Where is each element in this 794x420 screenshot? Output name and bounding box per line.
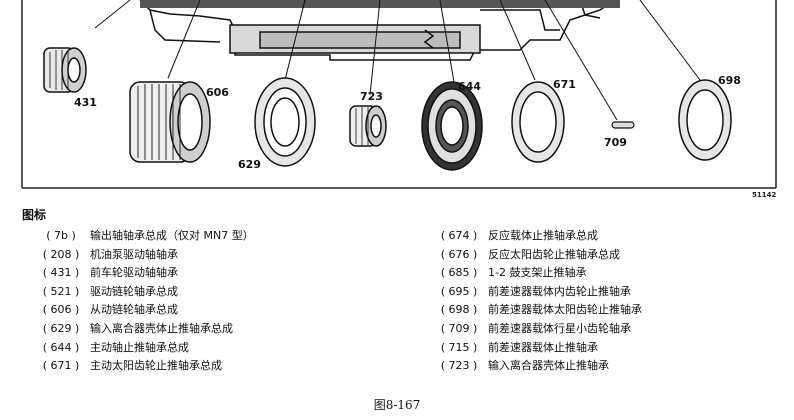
callout-709: 709	[604, 136, 627, 149]
legend-item: ( 685 ) 1-2 鼓支架止推轴承	[430, 266, 587, 280]
legend-item: ( 521 ) 驱动链轮轴承总成	[32, 285, 178, 299]
bearing-629	[254, 77, 316, 167]
legend-item: ( 431 ) 前车轮驱动轴轴承	[32, 266, 178, 280]
bearing-723	[349, 105, 387, 147]
legend-item-description: 机油泵驱动轴轴承	[90, 247, 178, 261]
legend-item-description: 输入离合器壳体止推轴承	[488, 359, 609, 373]
legend-item: ( 723 ) 输入离合器壳体止推轴承	[430, 359, 609, 373]
diagram-drawing	[21, 0, 777, 189]
legend-item-description: 主动轴止推轴承总成	[90, 340, 189, 354]
legend-item-code: ( 644 )	[42, 340, 80, 354]
bearing-431	[43, 47, 87, 93]
legend-item: ( 715 ) 前差速器载体止推轴承	[430, 341, 598, 355]
legend-item-description: 反应太阳齿轮止推轴承总成	[488, 247, 620, 261]
legend-item-code: ( 698 )	[440, 303, 478, 317]
callout-723: 723	[360, 90, 383, 103]
legend-item-code: ( 715 )	[440, 340, 478, 354]
legend-item-description: 输入离合器壳体止推轴承总成	[90, 322, 233, 335]
legend-item: ( 676 ) 反应太阳齿轮止推轴承总成	[430, 248, 620, 262]
bearing-698	[678, 79, 732, 161]
legend-item-description: 前车轮驱动轴轴承	[90, 266, 178, 280]
bearing-606	[129, 81, 211, 163]
legend-item-code: ( 723 )	[440, 359, 478, 373]
bearing-diagram: 431 606 629 723 644 671 709 698 51142	[0, 0, 794, 200]
legend-item: ( 671 ) 主动太阳齿轮止推轴承总成	[32, 359, 222, 373]
callout-431: 431	[74, 96, 97, 109]
legend-item-code: ( 709 )	[440, 322, 478, 335]
legend-item: ( 629 ) 输入离合器壳体止推轴承总成	[32, 322, 233, 336]
legend-item-code: ( 629 )	[42, 322, 80, 335]
legend-item-code: ( 521 )	[42, 284, 80, 298]
bearing-644	[421, 81, 483, 171]
figure-caption: 图8-167	[373, 398, 421, 412]
callout-644: 644	[458, 80, 481, 93]
bearing-671	[511, 81, 565, 163]
legend-item-code: ( 208 )	[42, 247, 80, 261]
legend-item-description: 从动链轮轴承总成	[90, 303, 178, 317]
legend-item-description: 主动太阳齿轮止推轴承总成	[90, 359, 222, 373]
legend-item-code: ( 674 )	[440, 229, 478, 242]
legend-item: ( 698 ) 前差速器载体太阳齿轮止推轴承	[430, 303, 642, 317]
callout-698: 698	[718, 74, 741, 87]
figure-code: 51142	[752, 191, 777, 199]
legend-item-code: ( 685 )	[440, 266, 478, 280]
callout-629: 629	[238, 158, 261, 171]
legend-item-description: 1-2 鼓支架止推轴承	[488, 266, 587, 280]
legend-item-description: 驱动链轮轴承总成	[90, 284, 178, 298]
legend-item: ( 644 ) 主动轴止推轴承总成	[32, 341, 189, 355]
legend-item-description: 前差速器载体内齿轮止推轴承	[488, 284, 631, 298]
legend-item: ( 7b ) 输出轴轴承总成（仅对 MN7 型）	[32, 229, 254, 243]
legend-item-code: ( 671 )	[42, 359, 80, 373]
legend-item: ( 674 ) 反应载体止推轴承总成	[430, 229, 598, 243]
legend-item-code: ( 431 )	[42, 266, 80, 280]
legend-title: 图标	[22, 208, 47, 222]
transmission-housing	[139, 0, 616, 61]
legend-item: ( 208 ) 机油泵驱动轴轴承	[32, 248, 178, 262]
legend-item: ( 695 ) 前差速器载体内齿轮止推轴承	[430, 285, 631, 299]
legend-item-description: 前差速器载体太阳齿轮止推轴承	[488, 303, 642, 317]
legend-item: ( 709 ) 前差速器载体行星小齿轮轴承	[430, 322, 631, 336]
legend-item-description: 反应载体止推轴承总成	[488, 229, 598, 242]
legend-item-code: ( 7b )	[46, 229, 76, 242]
legend-item-code: ( 695 )	[440, 284, 478, 298]
legend-item-description: 前差速器载体止推轴承	[488, 340, 598, 354]
callout-671: 671	[553, 78, 576, 91]
legend-item-code: ( 676 )	[440, 247, 478, 261]
legend-item-description: 输出轴轴承总成（仅对 MN7 型）	[90, 229, 254, 242]
legend-item-description: 前差速器载体行星小齿轮轴承	[488, 322, 631, 335]
legend-item: ( 606 ) 从动链轮轴承总成	[32, 303, 178, 317]
legend-item-code: ( 606 )	[42, 303, 80, 317]
callout-606: 606	[206, 86, 229, 99]
pin-709	[611, 121, 635, 129]
